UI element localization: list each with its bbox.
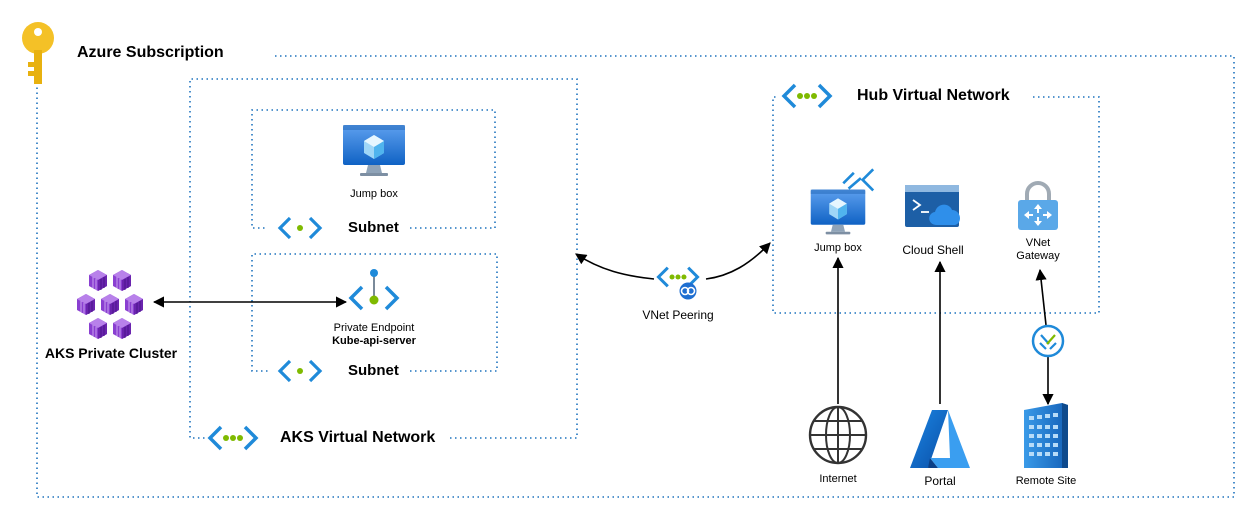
vnet-peering-icon	[656, 266, 700, 300]
aks-vnet-boundary	[189, 78, 578, 439]
connection-to-gateway-arrow	[1035, 268, 1047, 326]
key-icon	[22, 22, 54, 84]
vnet-gateway-label-line1: VNet	[1025, 237, 1051, 249]
pe-subnet-boundary	[251, 253, 498, 372]
subnet-icon	[278, 359, 322, 383]
building-icon	[1024, 403, 1068, 468]
cloud-shell-label: Cloud Shell	[902, 243, 964, 257]
jump-box-aks-label: Jump box	[350, 188, 398, 200]
connectors	[152, 242, 1054, 406]
subscription-title: Azure Subscription	[77, 44, 224, 61]
peering-label: VNet Peering	[642, 308, 714, 322]
private-endpoint-sublabel: Kube-api-server	[332, 335, 416, 347]
connection-icon	[1031, 324, 1065, 358]
hub-vnet-title: Hub Virtual Network	[857, 87, 1010, 104]
internet-label: Internet	[819, 473, 857, 485]
peering-arrow-left	[575, 253, 655, 280]
peering-arrow-right	[705, 242, 771, 280]
vnet-gateway-label-line2: Gateway	[1016, 250, 1060, 262]
pe-subnet-title: Subnet	[348, 362, 399, 379]
virtual-machine-icon	[343, 125, 405, 176]
globe-icon	[808, 405, 868, 465]
subnet-icon	[278, 216, 322, 240]
azure-logo-icon	[910, 410, 970, 468]
jump-box-hub-label: Jump box	[814, 242, 862, 254]
remote-site-label: Remote Site	[1015, 475, 1077, 487]
vnet-icon	[208, 425, 258, 451]
private-endpoint-label: Private Endpoint	[333, 322, 415, 334]
jump-subnet-boundary	[251, 109, 496, 229]
private-endpoint-icon	[348, 269, 400, 311]
aks-vnet-title: AKS Virtual Network	[280, 429, 436, 446]
azure-subscription-boundary	[36, 55, 1235, 498]
vnet-icon	[782, 83, 832, 109]
virtual-machine-icon	[810, 168, 875, 235]
cloud-shell-icon	[905, 185, 961, 227]
hub-vnet-boundary	[772, 96, 1100, 314]
portal-label: Portal	[924, 474, 956, 488]
vnet-gateway-icon	[1018, 181, 1058, 230]
aks-cluster-icon	[76, 269, 144, 340]
jump-subnet-title: Subnet	[348, 219, 399, 236]
aks-cluster-label: AKS Private Cluster	[44, 345, 178, 361]
